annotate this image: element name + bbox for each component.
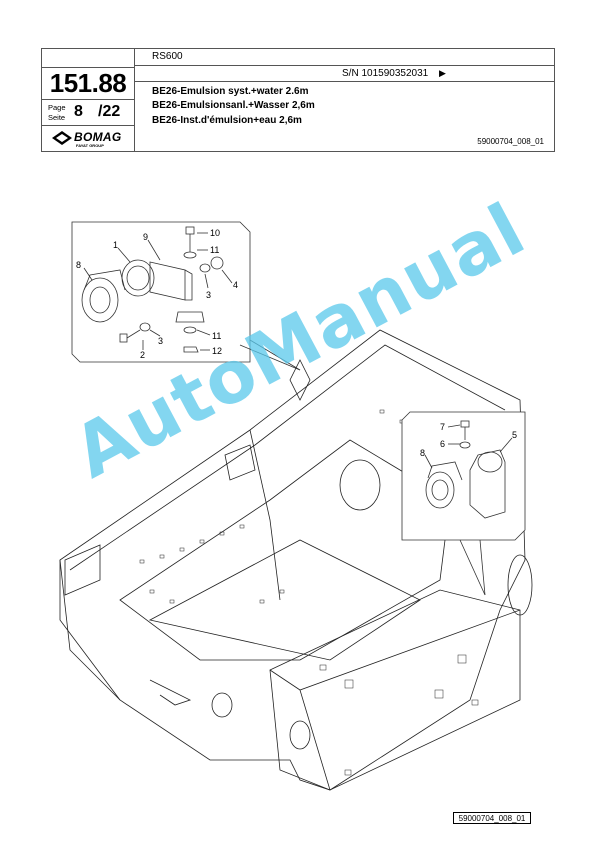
callout-3b: 3 (158, 336, 163, 346)
detail-box-2 (401, 411, 526, 596)
page-total: /22 (98, 103, 121, 120)
callout-6: 6 (440, 439, 445, 449)
model-name: RS600 (152, 51, 183, 62)
callout-4: 4 (233, 280, 238, 290)
divider (42, 99, 134, 100)
divider (42, 67, 134, 68)
section-number: 151.88 (49, 68, 127, 98)
header-block: 151.88 Page Seite 8 /22 BOMAG FAYAT GROU… (41, 48, 555, 152)
bomag-logo: BOMAG FAYAT GROUP (52, 129, 130, 149)
frame-side-2 (249, 429, 281, 601)
page-label: Page Seite (48, 103, 66, 123)
round-opening (339, 459, 381, 511)
callout-8: 8 (76, 260, 81, 270)
callout-7: 7 (440, 422, 445, 432)
serial-number: S/N 101590352031 (342, 68, 429, 79)
callout-3: 3 (206, 290, 211, 300)
divider (134, 81, 554, 82)
callout-12: 12 (212, 346, 222, 356)
callout-1: 1 (113, 240, 118, 250)
callout-5: 5 (512, 430, 517, 440)
callout-9: 9 (143, 232, 148, 242)
divider (42, 125, 134, 126)
handle-bar (224, 444, 256, 481)
callout-8b: 8 (420, 448, 425, 458)
title-de: BE26-Emulsionsanl.+Wasser 2,6m (152, 100, 315, 111)
footer-reference: 59000704_008_01 (453, 812, 531, 824)
callout-11: 11 (210, 245, 219, 255)
detail-box-2-callouts: 7 6 5 8 (420, 422, 517, 458)
logo-text: BOMAG (74, 130, 122, 144)
divider (134, 65, 554, 66)
title-en: BE26-Emulsion syst.+water 2.6m (152, 86, 309, 97)
frame-side (59, 560, 121, 701)
serial-arrow-icon: ▶ (439, 68, 446, 78)
frame-top-edge (69, 344, 506, 571)
page-current: 8 (74, 103, 83, 120)
detail-box-1 (71, 221, 301, 371)
frame-outline (59, 329, 526, 791)
detail-box-1-callouts: 10 11 9 1 8 4 3 2 3 11 12 (76, 228, 238, 360)
frame-inner (119, 439, 451, 661)
frame-floor (148, 539, 421, 661)
callout-11b: 11 (212, 331, 221, 341)
tank-box-top (269, 609, 521, 691)
callout-2: 2 (140, 350, 145, 360)
divider (134, 49, 135, 151)
page-label-text: Page Seite (48, 103, 66, 122)
callout-10: 10 (210, 228, 220, 238)
window (64, 544, 101, 596)
title-fr: BE26-Inst.d'émulsion+eau 2,6m (152, 115, 302, 126)
logo-subtext: FAYAT GROUP (76, 143, 104, 148)
doc-number: 59000704_008_01 (477, 137, 544, 146)
tank-box (269, 589, 521, 791)
logo-diamond-icon (52, 131, 72, 145)
tank-box-front (299, 689, 331, 791)
